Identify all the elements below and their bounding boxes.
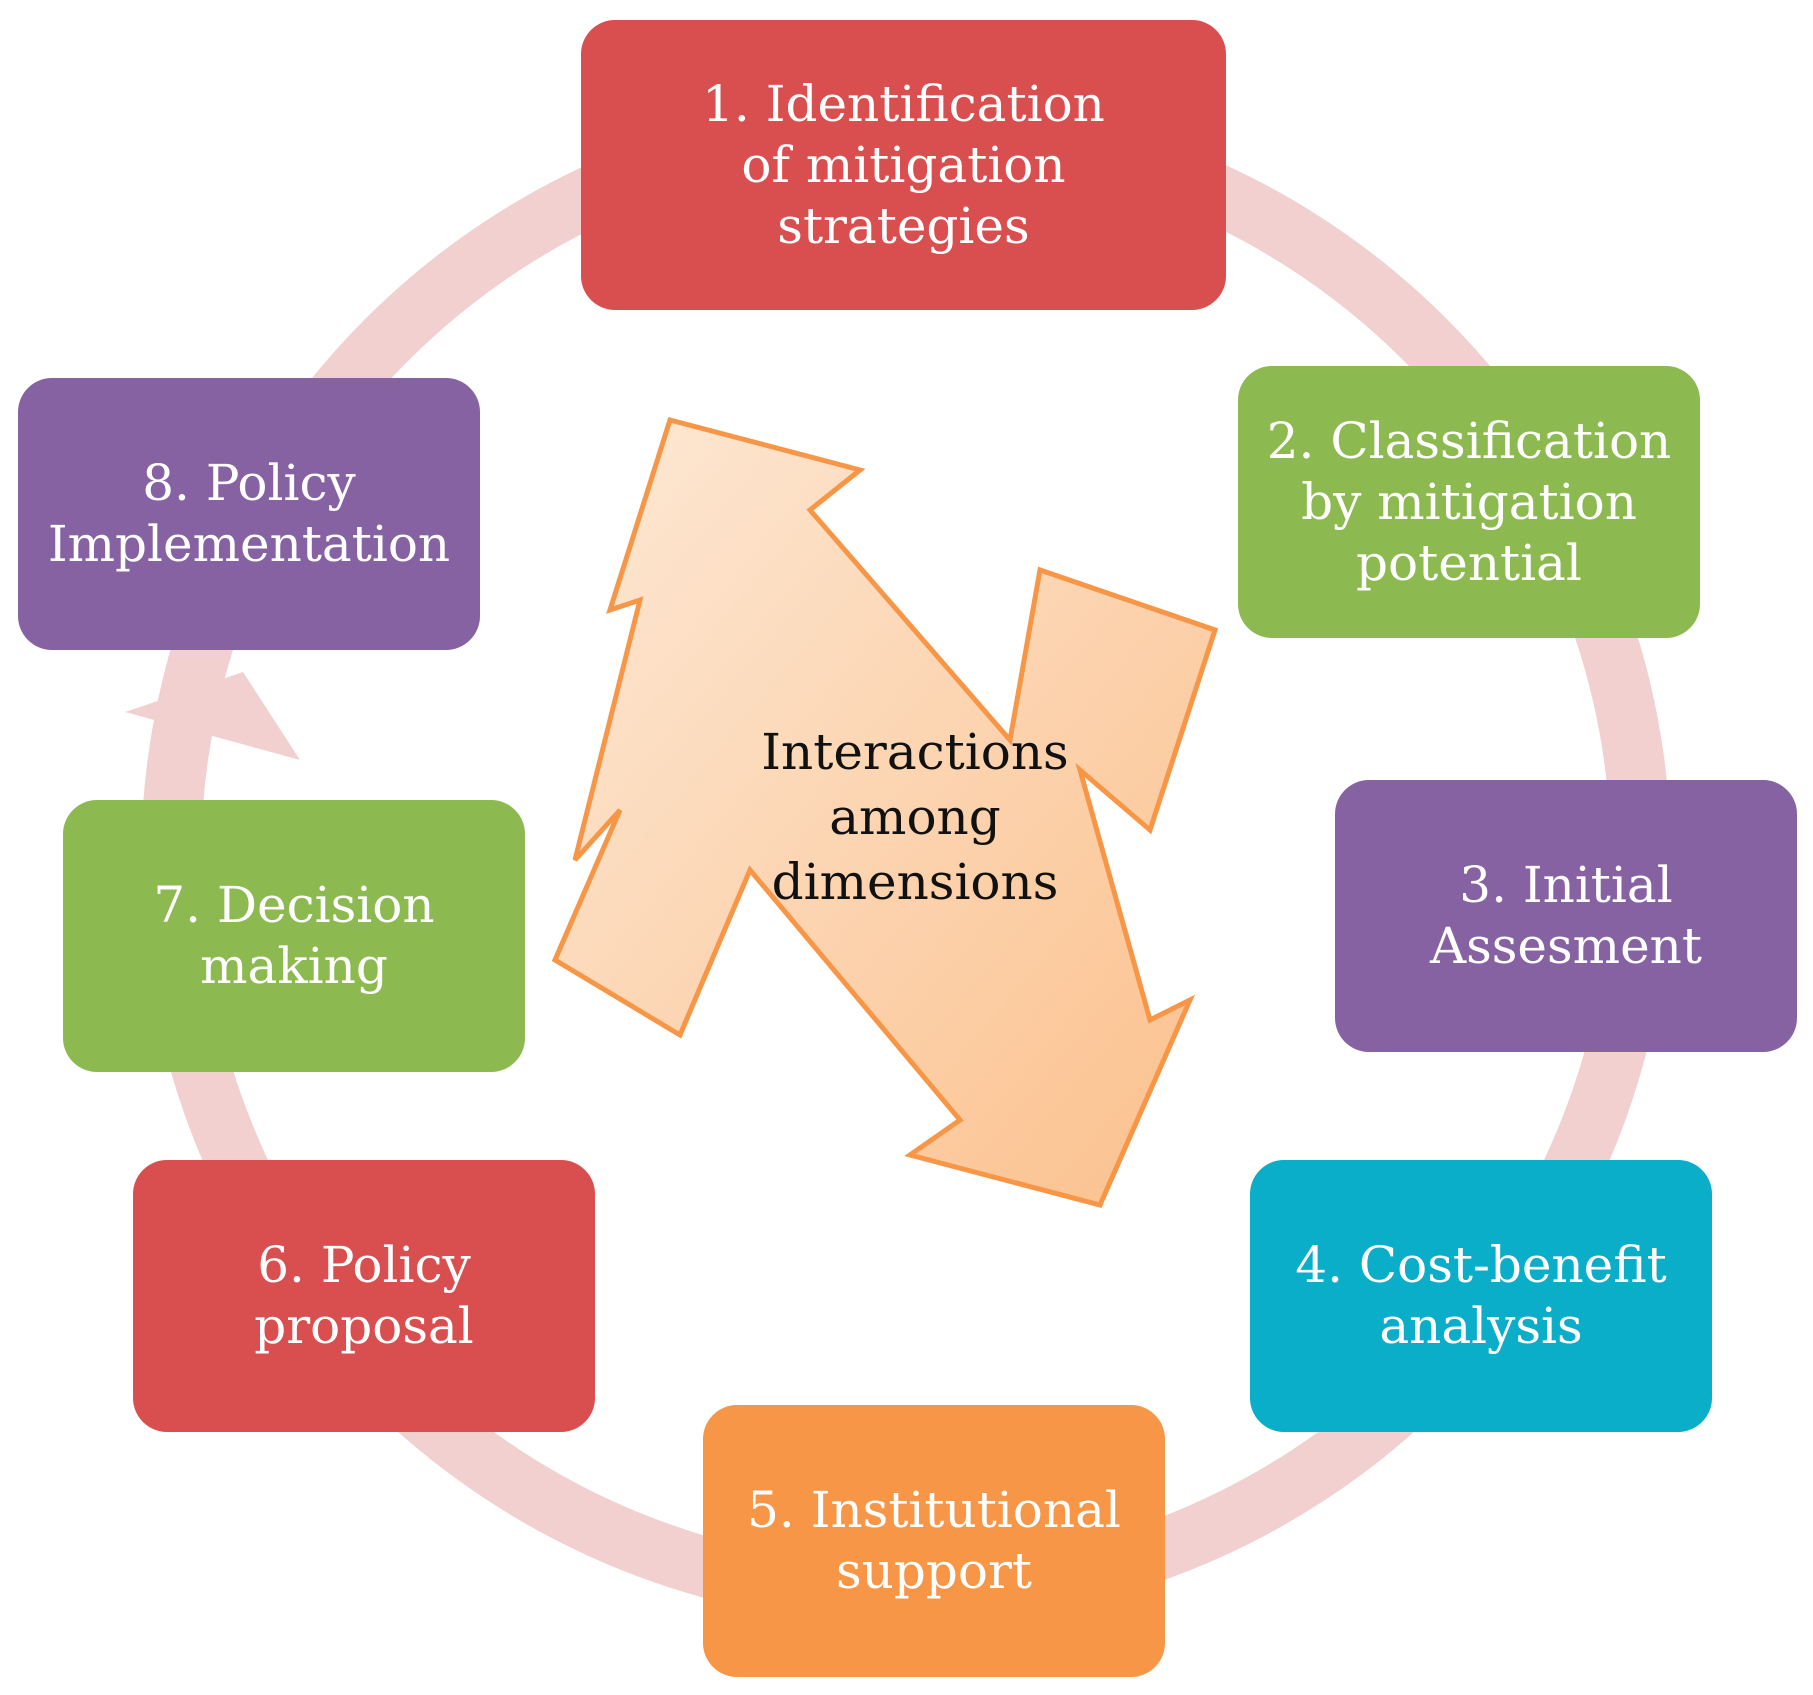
step-2-label: 2. Classification by mitigation potentia… xyxy=(1267,411,1672,594)
step-3-box: 3. Initial Assesment xyxy=(1335,780,1797,1052)
step-2-line-1: 2. Classification xyxy=(1266,411,1672,470)
step-3-line-1: 3. Initial xyxy=(1459,856,1673,914)
step-7-line-1: 7. Decision xyxy=(153,876,435,934)
step-4-box: 4. Cost-benefit analysis xyxy=(1250,1160,1712,1432)
step-5-line-2: support xyxy=(836,1542,1032,1600)
step-8-line-2: Implementation xyxy=(47,515,451,573)
step-1-line-1: 1. Identification xyxy=(702,74,1105,133)
step-1-line-3: strategies xyxy=(777,196,1030,255)
step-8-box: 8. Policy Implementation xyxy=(18,378,480,650)
step-4-line-1: 4. Cost-benefit xyxy=(1295,1236,1667,1294)
step-8-line-1: 8. Policy xyxy=(142,454,356,512)
center-line-1: Interactions xyxy=(761,723,1069,781)
step-1-line-2: of mitigation xyxy=(741,135,1066,194)
center-line-2: among xyxy=(829,788,1001,846)
step-8-label: 8. Policy Implementation xyxy=(48,453,450,575)
step-6-line-2: proposal xyxy=(254,1297,474,1355)
interaction-arrow-star xyxy=(551,416,1219,1208)
step-3-label: 3. Initial Assesment xyxy=(1430,855,1702,977)
cycle-arrowhead xyxy=(125,672,300,760)
step-5-line-1: 5. Institutional xyxy=(747,1481,1121,1539)
step-5-box: 5. Institutional support xyxy=(703,1405,1165,1677)
step-5-label: 5. Institutional support xyxy=(747,1480,1121,1602)
step-6-line-1: 6. Policy xyxy=(257,1236,471,1294)
step-1-label: 1. Identification of mitigation strategi… xyxy=(702,74,1105,257)
step-2-line-3: potential xyxy=(1356,533,1582,592)
step-6-label: 6. Policy proposal xyxy=(254,1235,474,1357)
step-4-label: 4. Cost-benefit analysis xyxy=(1295,1235,1666,1357)
step-4-line-2: analysis xyxy=(1379,1297,1583,1355)
center-line-3: dimensions xyxy=(771,853,1059,911)
step-2-line-2: by mitigation xyxy=(1301,472,1637,531)
step-1-box: 1. Identification of mitigation strategi… xyxy=(581,20,1226,310)
step-7-line-2: making xyxy=(200,937,388,995)
step-6-box: 6. Policy proposal xyxy=(133,1160,595,1432)
step-7-label: 7. Decision making xyxy=(153,875,434,997)
step-2-box: 2. Classification by mitigation potentia… xyxy=(1238,366,1700,638)
step-7-box: 7. Decision making xyxy=(63,800,525,1072)
step-3-line-2: Assesment xyxy=(1430,917,1702,975)
center-label: Interactions among dimensions xyxy=(700,720,1130,915)
